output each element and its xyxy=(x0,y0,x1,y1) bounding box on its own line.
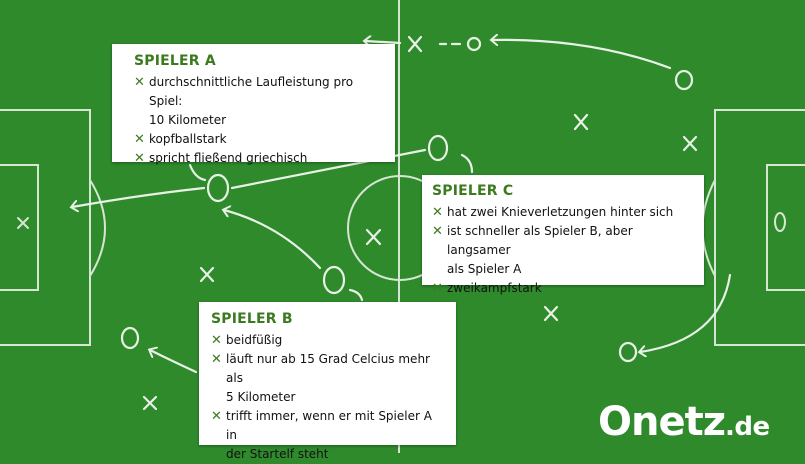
card-title: SPIELER B xyxy=(211,311,293,327)
item-text: zweikampfstark xyxy=(447,281,542,295)
player-circle-left xyxy=(120,326,140,350)
attribute-list: ✕ hat zwei Knieverletzungen hinter sich ✕… xyxy=(432,203,696,298)
opponent-x xyxy=(142,395,158,411)
opponent-x xyxy=(199,266,215,283)
item-text: durchschnittliche Laufleistung pro Spiel… xyxy=(149,75,354,127)
cross-icon: ✕ xyxy=(134,75,145,90)
list-item: ✕ ist schneller als Spieler B, aber langs… xyxy=(432,222,696,279)
cross-icon: ✕ xyxy=(211,333,222,348)
item-text: hat zwei Knieverletzungen hinter sich xyxy=(447,205,674,219)
list-item: ✕ spricht fließend griechisch xyxy=(134,149,385,168)
logo-tld: .de xyxy=(725,412,770,442)
opponent-x xyxy=(573,113,589,131)
pass-arrow xyxy=(365,41,402,43)
list-item: ✕ durchschnittliche Laufleistung pro Spie… xyxy=(134,73,385,130)
list-item: ✕ kopfballstark xyxy=(134,130,385,149)
player-circle-top xyxy=(674,69,694,91)
item-text: spricht fließend griechisch xyxy=(149,151,308,165)
pointer-a xyxy=(188,163,207,182)
attribute-list: ✕ beidfüßig ✕ läuft nur ab 15 Grad Celcius… xyxy=(211,331,446,464)
player-circle-right xyxy=(618,341,638,363)
left-goal-area xyxy=(0,164,39,291)
item-text: kopfballstark xyxy=(149,132,227,146)
item-text: trifft immer, wenn er mit Spieler A in d… xyxy=(226,409,432,461)
player-circle-c xyxy=(427,134,449,162)
right-penalty-area xyxy=(714,109,805,346)
player-card-a: SPIELER A ✕ durchschnittliche Laufleistun… xyxy=(112,44,395,166)
list-item: ✕ zweikampfstark xyxy=(432,279,696,298)
player-circle-b xyxy=(322,265,346,295)
attribute-list: ✕ durchschnittliche Laufleistung pro Spie… xyxy=(134,73,385,168)
opponent-x xyxy=(407,35,423,53)
left-spot-x xyxy=(17,217,29,229)
pass-circle xyxy=(466,36,482,52)
left-penalty-area xyxy=(0,109,91,346)
cross-icon: ✕ xyxy=(211,352,222,367)
cross-icon: ✕ xyxy=(211,409,222,424)
card-title: SPIELER A xyxy=(134,53,216,69)
pass-arrow xyxy=(224,210,322,270)
pointer-c xyxy=(460,153,474,174)
card-title: SPIELER C xyxy=(432,183,514,199)
pointer-b xyxy=(348,288,364,302)
list-item: ✕ beidfüßig xyxy=(211,331,446,350)
cross-icon: ✕ xyxy=(134,132,145,147)
opponent-x xyxy=(543,305,559,322)
opponent-x xyxy=(365,228,382,246)
cross-icon: ✕ xyxy=(432,224,443,239)
item-text: beidfüßig xyxy=(226,333,283,347)
list-item: ✕ läuft nur ab 15 Grad Celcius mehr als 5… xyxy=(211,350,446,407)
list-item: ✕ hat zwei Knieverletzungen hinter sich xyxy=(432,203,696,222)
run-arrow xyxy=(230,148,427,190)
player-circle-a xyxy=(206,173,230,203)
onetz-logo: Onetz.de xyxy=(598,398,798,446)
pass-arrow xyxy=(72,186,206,207)
player-card-b: SPIELER B ✕ beidfüßig ✕ läuft nur ab 15 Gr… xyxy=(199,302,456,461)
right-spot-o xyxy=(774,212,786,232)
cross-icon: ✕ xyxy=(432,205,443,220)
cross-icon: ✕ xyxy=(134,151,145,166)
logo-name: Onetz xyxy=(598,399,726,445)
pass-arrow xyxy=(150,350,198,374)
item-text: ist schneller als Spieler B, aber langsa… xyxy=(447,224,633,276)
right-goal-area xyxy=(766,164,805,291)
cross-icon: ✕ xyxy=(432,281,443,296)
opponent-x xyxy=(682,135,698,152)
player-card-c: SPIELER C ✕ hat zwei Knieverletzungen hin… xyxy=(422,175,704,296)
item-text: läuft nur ab 15 Grad Celcius mehr als 5 … xyxy=(226,352,430,404)
pass-arrow xyxy=(640,273,732,352)
list-item: ✕ trifft immer, wenn er mit Spieler A in … xyxy=(211,407,446,464)
left-penalty-arc xyxy=(89,179,106,277)
pass-arrow xyxy=(492,40,672,70)
